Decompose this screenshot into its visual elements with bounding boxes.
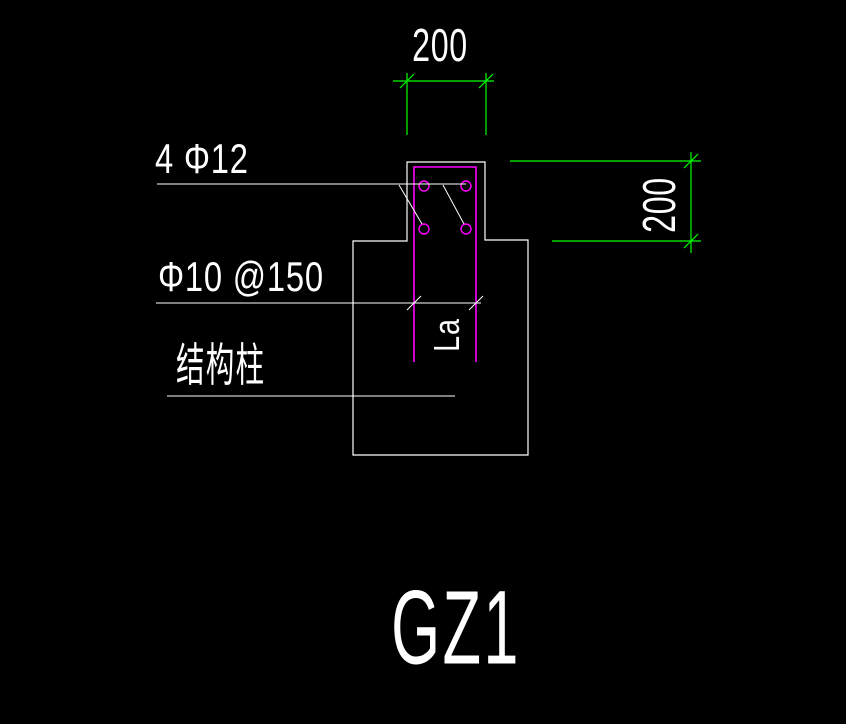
drawing-title: GZ1 [391,569,521,687]
concrete-outline [353,162,528,455]
dimension-top-text: 200 [412,19,468,71]
rebar-circle-top-right [461,181,471,191]
dim-top-tick-right [479,74,493,88]
label-anchorage-length: La [426,318,467,352]
dim-right-tick-top [684,154,698,168]
label-structural-column: 结构柱 [176,339,266,391]
label-main-rebar: 4 Φ12 [155,135,249,182]
rebar-leader-diagonal-left [399,185,422,224]
stirrup-leader-tick-left [407,296,421,310]
rebar-circle-bottom-right [461,224,471,234]
stirrup-leader-tick-right [469,296,483,310]
dim-top-tick-left [400,74,414,88]
dim-right-tick-bottom [684,234,698,248]
label-stirrup: Φ10 @150 [158,253,324,300]
dimension-right-text: 200 [633,177,685,233]
rebar-circle-top-left [419,181,429,191]
stirrup-outline [414,167,476,362]
rebar-leader-diagonal-right [443,185,464,224]
rebar-circle-bottom-left [419,224,429,234]
